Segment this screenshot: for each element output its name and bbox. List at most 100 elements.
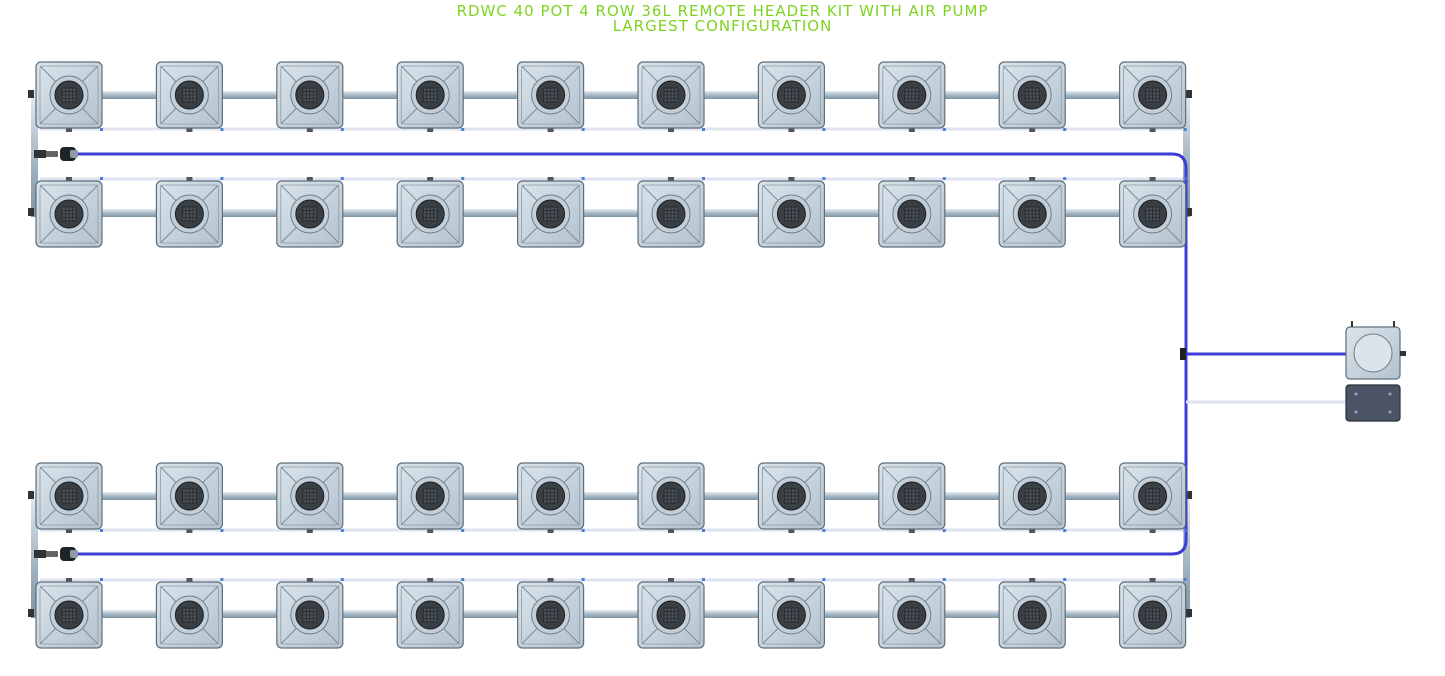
grow-pot — [35, 180, 103, 248]
pot-air-outlet — [1183, 128, 1187, 131]
pot-air-outlet — [461, 578, 465, 581]
pot-drain-marker — [66, 177, 72, 181]
grow-pot — [516, 462, 585, 530]
pot-drain-marker — [186, 578, 193, 582]
grow-pot — [35, 581, 103, 649]
pot-air-outlet — [822, 578, 826, 581]
grow-pot — [1118, 462, 1187, 530]
pot-drain-marker — [547, 128, 554, 132]
pot-air-outlet — [942, 177, 946, 180]
pot-drain-marker — [1029, 128, 1036, 132]
grow-pot — [396, 61, 464, 129]
pot-drain-marker — [788, 529, 795, 533]
pot-drain-marker — [668, 578, 674, 582]
pot-drain-marker — [1149, 177, 1156, 181]
grow-pot — [35, 462, 103, 530]
grow-pot — [1118, 581, 1187, 649]
pot-drain-marker — [668, 177, 674, 181]
right-connector-bottom — [1183, 492, 1190, 618]
grow-pot — [998, 462, 1066, 530]
pot-drain-marker — [1029, 529, 1036, 533]
pot-air-outlet — [581, 529, 585, 532]
air-connector-top — [34, 147, 78, 161]
air-tee-fitting — [1180, 348, 1186, 360]
pot-drain-marker — [668, 529, 674, 533]
pot-air-outlet — [461, 128, 465, 131]
main-pipe-row2 — [32, 209, 1190, 217]
pot-air-outlet — [220, 128, 224, 131]
pot-drain-marker — [908, 578, 915, 582]
pot-drain-marker — [788, 177, 795, 181]
pot-air-outlet — [340, 177, 344, 180]
pot-air-outlet — [942, 128, 946, 131]
grow-pot — [155, 462, 223, 530]
main-pipe-row1 — [32, 91, 1190, 99]
right-connector-top — [1183, 91, 1190, 217]
pot-air-outlet — [702, 578, 705, 581]
air-pump — [1345, 384, 1401, 422]
grow-pot — [878, 581, 946, 649]
pot-air-outlet — [1183, 177, 1187, 180]
grow-pot — [396, 180, 464, 248]
pot-drain-marker — [306, 177, 313, 181]
grow-pot — [878, 61, 946, 129]
diagram-subtitle: LARGEST CONFIGURATION — [612, 17, 833, 35]
pot-air-outlet — [1063, 529, 1067, 532]
pot-air-outlet — [822, 529, 826, 532]
pot-air-outlet — [822, 128, 826, 131]
pot-air-outlet — [822, 177, 826, 180]
pot-air-outlet — [1063, 578, 1067, 581]
pot-air-outlet — [1063, 128, 1067, 131]
grow-pot — [757, 61, 826, 129]
main-pipe-row3 — [32, 492, 1190, 500]
grow-pot — [878, 180, 946, 248]
grow-pot — [516, 61, 585, 129]
grow-pot — [155, 581, 223, 649]
grow-pot — [155, 180, 223, 248]
pot-air-outlet — [1183, 529, 1187, 532]
pot-air-outlet — [340, 128, 344, 131]
pot-air-outlet — [100, 529, 103, 532]
grow-pot — [1118, 61, 1187, 129]
grow-pot — [516, 180, 585, 248]
grow-pot — [396, 462, 464, 530]
pot-drain-marker — [908, 128, 915, 132]
pot-drain-marker — [427, 177, 434, 181]
pot-air-outlet — [100, 177, 103, 180]
pot-drain-marker — [1149, 529, 1156, 533]
pot-drain-marker — [1029, 177, 1036, 181]
pot-drain-marker — [306, 578, 313, 582]
pot-air-outlet — [461, 177, 465, 180]
pot-air-outlet — [581, 177, 585, 180]
pot-drain-marker — [306, 128, 313, 132]
grow-pot — [998, 61, 1066, 129]
pot-drain-marker — [1149, 128, 1156, 132]
pot-air-outlet — [581, 128, 585, 131]
pot-drain-marker — [186, 529, 193, 533]
pot-air-outlet — [461, 529, 465, 532]
pot-drain-marker — [186, 128, 193, 132]
pot-air-outlet — [340, 578, 344, 581]
grow-pot — [757, 462, 826, 530]
pot-air-outlet — [702, 177, 705, 180]
pot-drain-marker — [427, 128, 434, 132]
grow-pot — [276, 61, 344, 129]
pot-air-outlet — [220, 578, 224, 581]
grow-pot — [516, 581, 585, 649]
grow-pot — [637, 462, 705, 530]
header-tank — [1345, 321, 1406, 380]
grow-pot — [276, 180, 344, 248]
pot-air-outlet — [340, 529, 344, 532]
grow-pot — [998, 180, 1066, 248]
pot-air-outlet — [100, 128, 103, 131]
grow-pot — [396, 581, 464, 649]
pot-air-outlet — [702, 128, 705, 131]
pot-air-outlet — [702, 529, 705, 532]
pot-drain-marker — [908, 177, 915, 181]
grow-pot — [637, 61, 705, 129]
pot-drain-marker — [788, 128, 795, 132]
pot-drain-marker — [908, 529, 915, 533]
pot-air-outlet — [581, 578, 585, 581]
pot-drain-marker — [66, 529, 72, 533]
